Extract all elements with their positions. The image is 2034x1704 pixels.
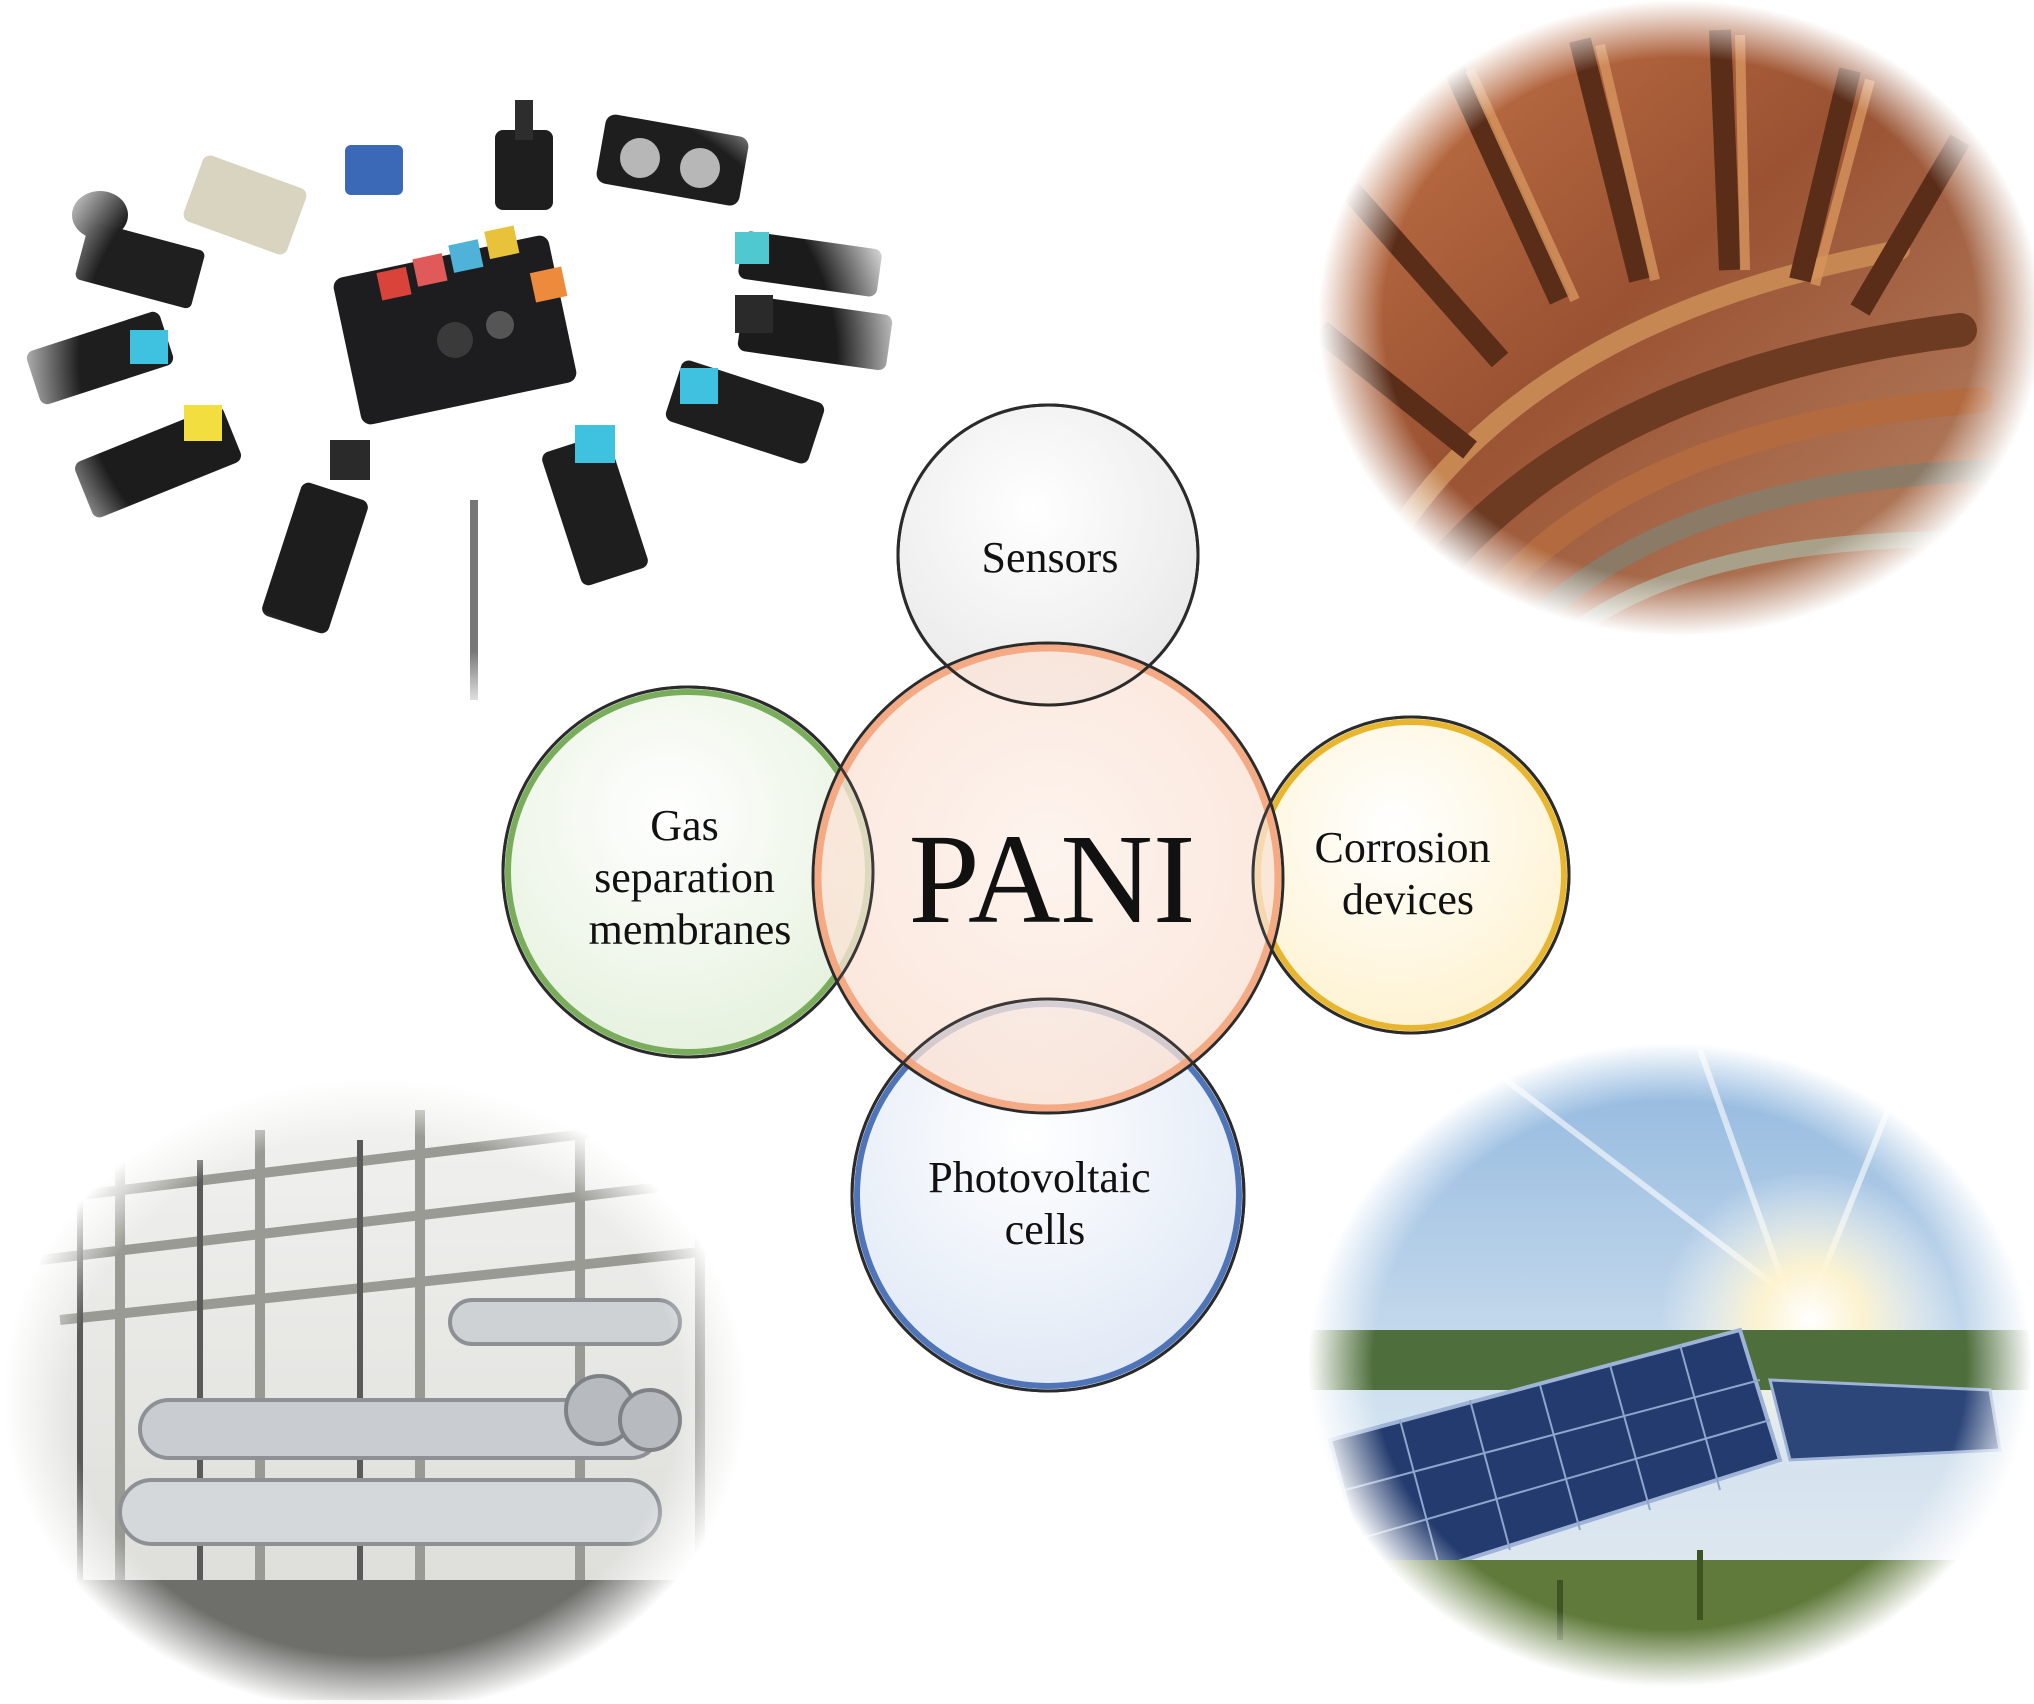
sensors-label: Sensors [982,533,1119,582]
gas-plant-photo [3,1077,747,1704]
gas-separation-label: Gas separation membranes [589,801,792,954]
solar-panels-photo [1300,1043,2034,1700]
corrosion-label: Corrosion devices [1315,823,1502,924]
pani-label: PANI [909,808,1196,950]
photovoltaic-label: Photovoltaic cells [928,1153,1161,1254]
electronic-modules-photo [0,5,920,715]
pani-center-circle [811,641,1285,1115]
rusted-gear-photo [1313,0,2034,671]
